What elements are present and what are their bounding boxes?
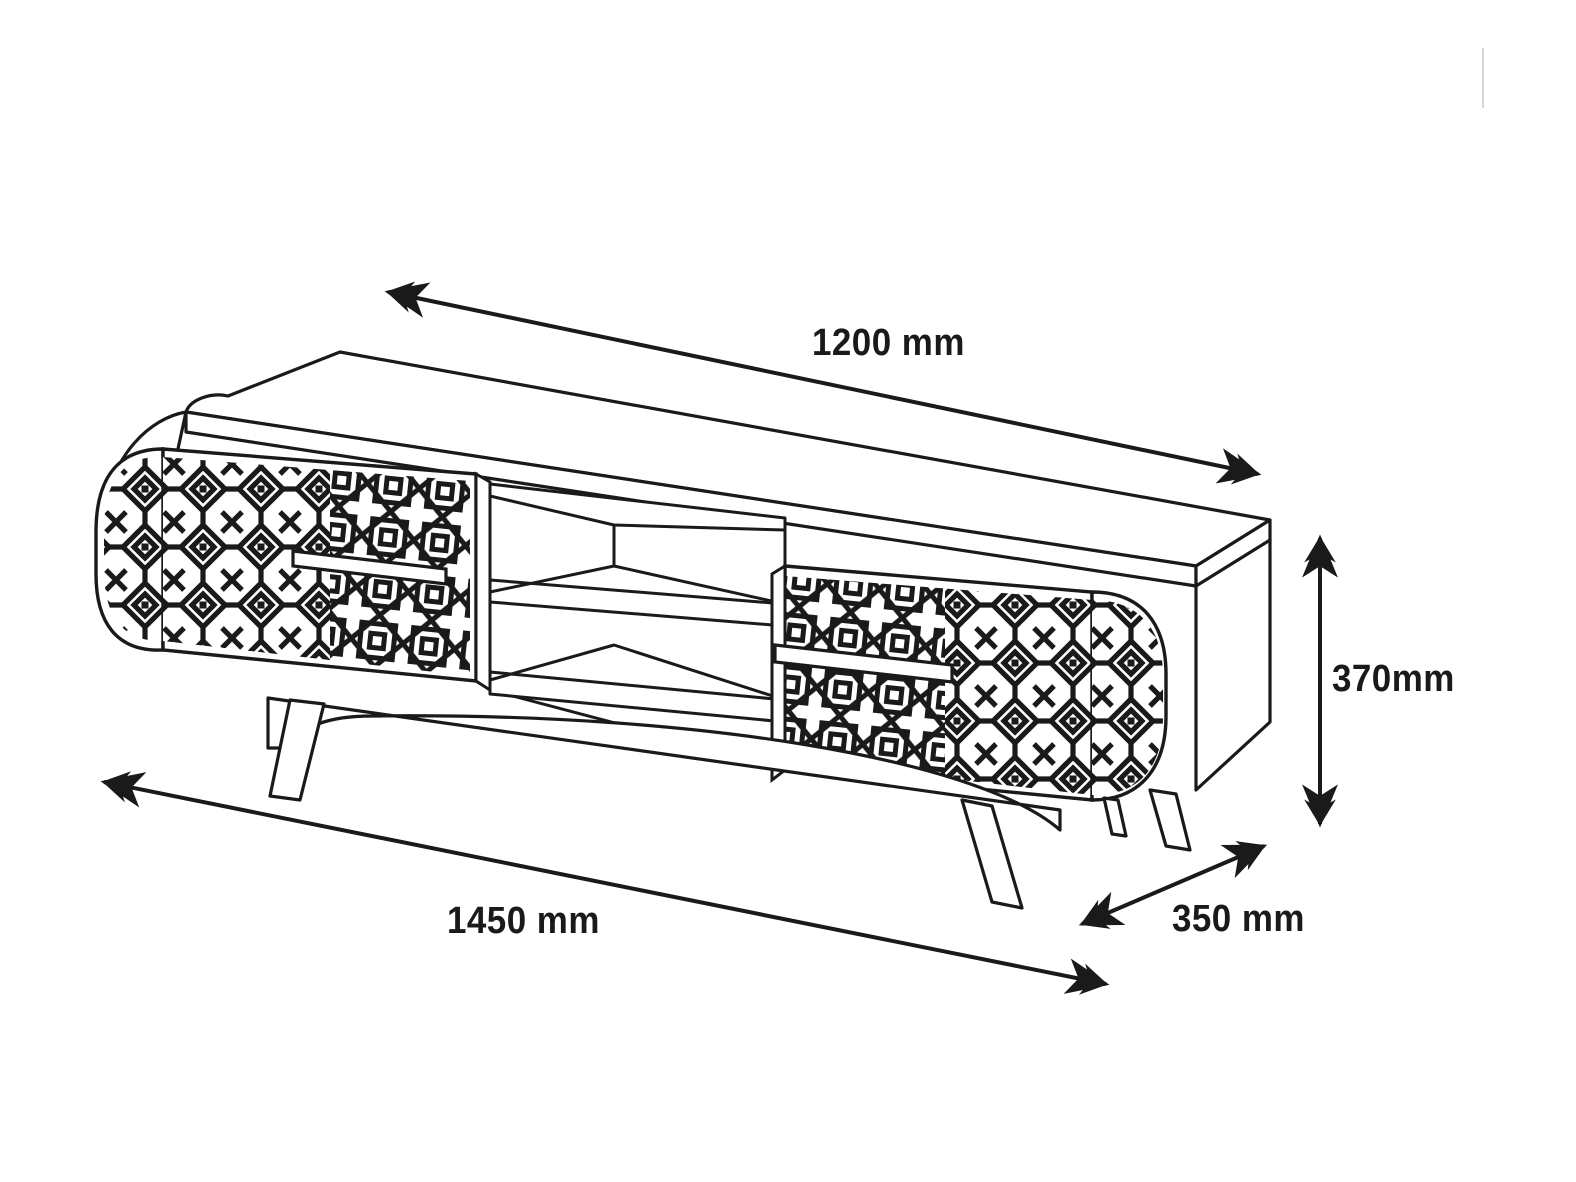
front-right-leg [960, 798, 1024, 910]
right-door-handle[interactable] [773, 643, 954, 684]
left-door-cap-fretwork [104, 456, 163, 642]
open-shelf-compartment [488, 482, 787, 770]
dimension-label-width-top: 1200 mm [812, 322, 965, 364]
left-door[interactable] [94, 445, 492, 693]
right-door-cap-fretwork [1092, 600, 1163, 796]
dimension-line-350 [1078, 841, 1268, 929]
left-door-handle[interactable] [291, 549, 448, 586]
right-side-panel [1194, 518, 1272, 792]
rear-right-leg [1148, 788, 1192, 852]
right-door[interactable] [770, 562, 1175, 807]
dimension-line-1450 [100, 771, 1110, 995]
rear-left-leg-stub [1102, 796, 1128, 838]
shelf-floor-inner [489, 643, 786, 702]
dimension-label-width-base: 1450 mm [447, 900, 600, 942]
middle-shelf-inner [489, 564, 786, 606]
right-side-lower-edge [1194, 538, 1272, 588]
left-door-right-edge [474, 471, 492, 693]
dimension-label-depth: 350 mm [1172, 898, 1305, 940]
dimension-line-1200 [384, 281, 1262, 485]
dimension-lines [100, 281, 1338, 995]
right-door-fretwork-b [945, 576, 1092, 795]
dimension-label-height: 370mm [1332, 658, 1455, 700]
